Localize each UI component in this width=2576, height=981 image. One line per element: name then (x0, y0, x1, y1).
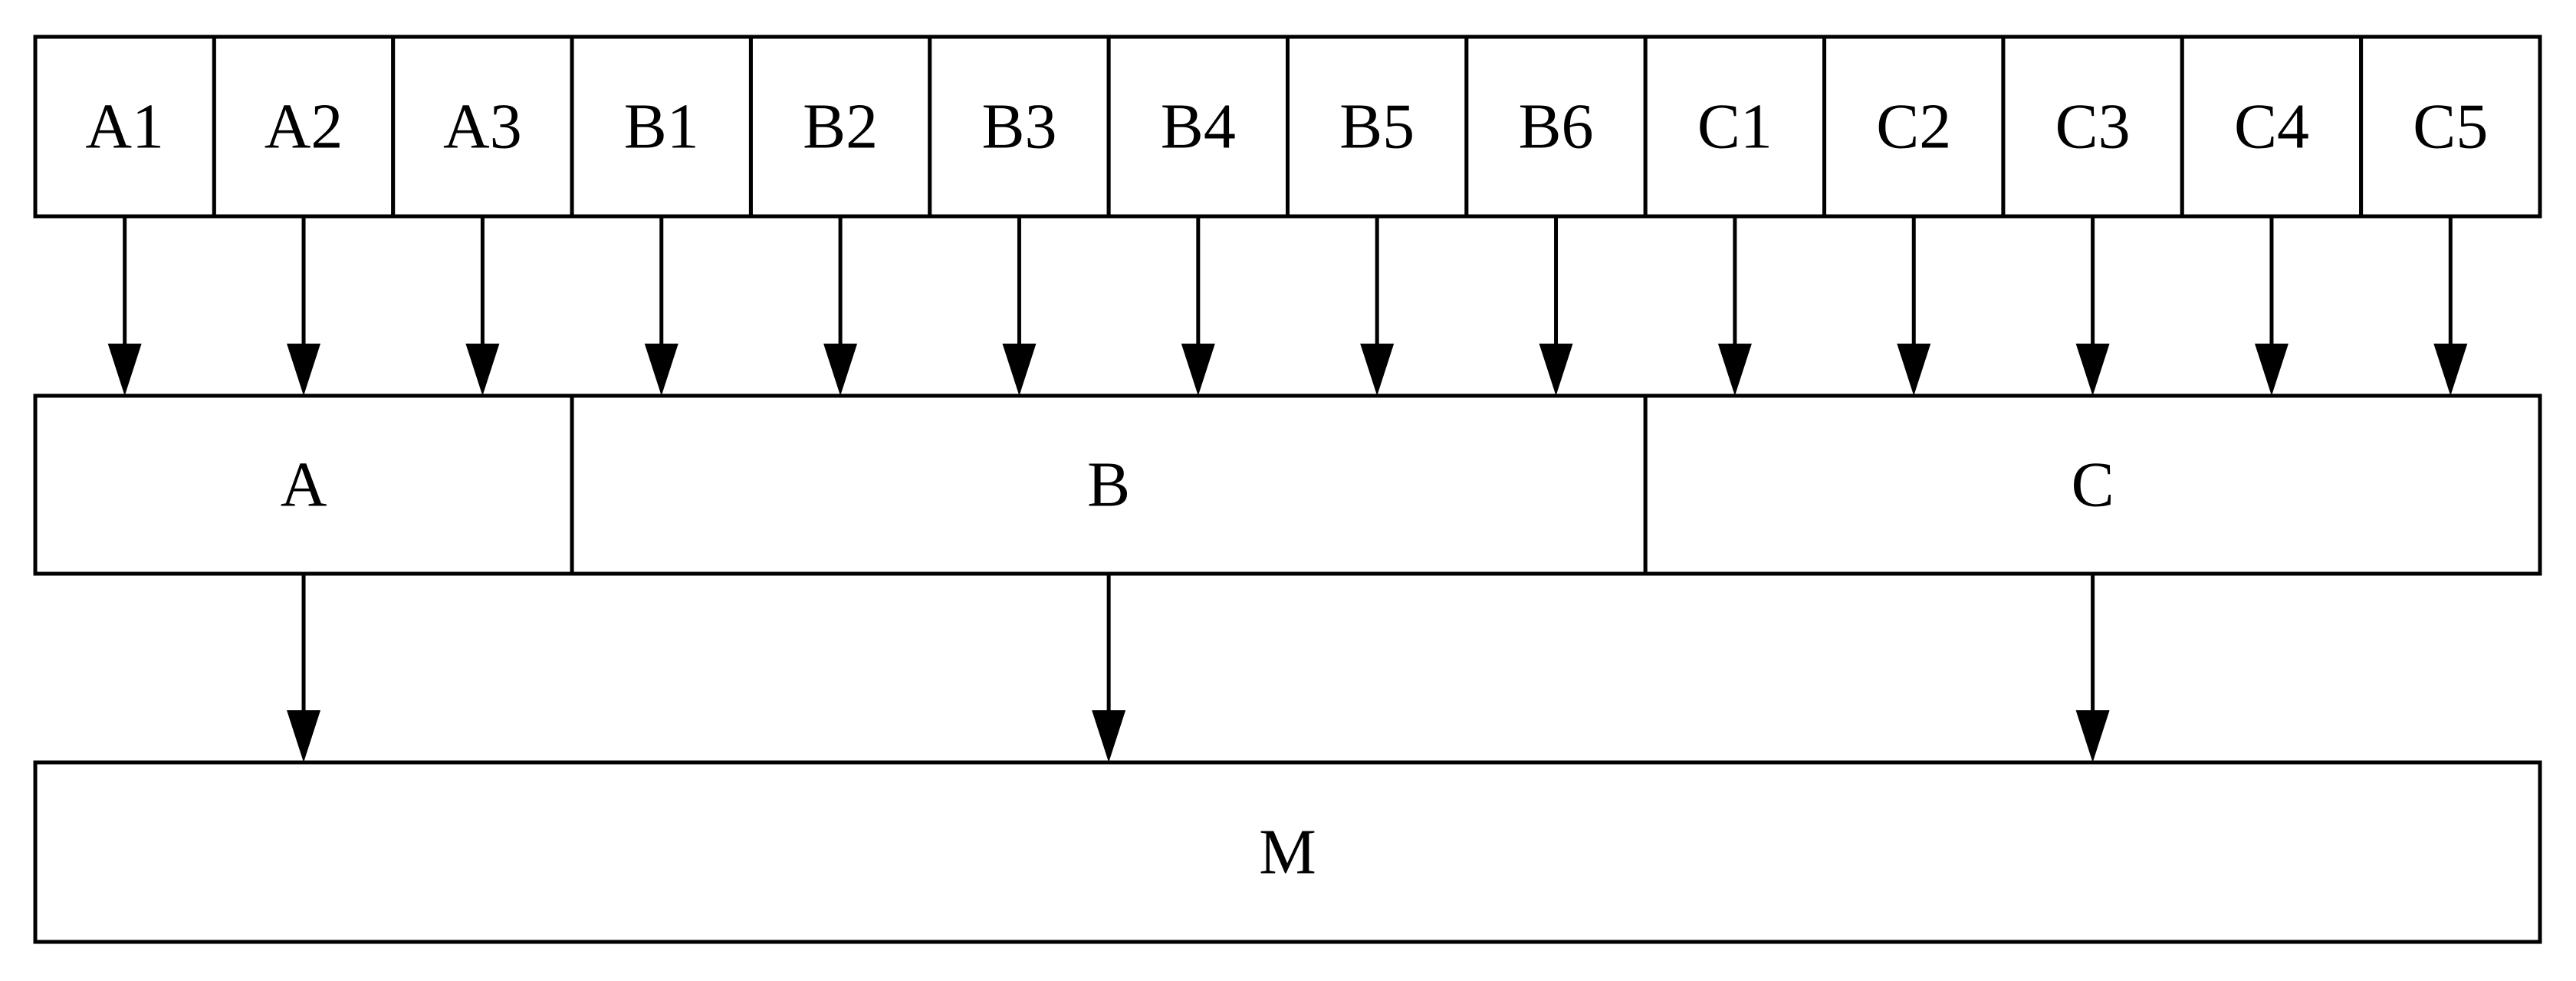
arrow-b-to-m (1092, 574, 1126, 762)
top-cell-c2: C2 (1822, 35, 2006, 219)
arrow-c2-to-c-head (1897, 344, 1931, 396)
arrow-b1-to-b-head (644, 344, 678, 396)
arrow-b2-to-b-head (823, 344, 858, 396)
top-cell-label: A2 (264, 91, 343, 163)
arrow-c4-to-c (2254, 216, 2288, 396)
top-row: A1 A2 A3 B1 B2 B3 B4 B5 B6 C1 C2 C3 C4 C5 (33, 35, 2542, 219)
top-cell-b6: B6 (1464, 35, 1648, 219)
top-cell-c1: C1 (1643, 35, 1827, 219)
bottom-box-m: M (33, 760, 2542, 944)
top-cell-c3: C3 (2001, 35, 2184, 219)
top-cell-c5: C5 (2359, 35, 2542, 219)
middle-box-label: C (2072, 449, 2114, 521)
arrow-c-to-m-head (2075, 710, 2110, 762)
middle-arrows (287, 574, 2110, 762)
arrow-b1-to-b (644, 216, 678, 396)
arrow-b5-to-b (1360, 216, 1395, 396)
middle-box-label: B (1087, 449, 1130, 521)
top-cell-box (2001, 35, 2184, 219)
top-cell-box (2359, 35, 2542, 219)
top-cell-b2: B2 (748, 35, 932, 219)
top-cell-label: A1 (85, 91, 164, 163)
arrow-c5-to-c-head (2433, 344, 2468, 396)
arrow-b3-to-b (1002, 216, 1037, 396)
bottom-box-outline (33, 760, 2542, 944)
top-cell-label: A3 (443, 91, 522, 163)
arrow-c3-to-c-head (2075, 344, 2110, 396)
arrow-c4-to-c-head (2254, 344, 2288, 396)
arrow-c-to-m (2075, 574, 2110, 762)
top-cell-b3: B3 (928, 35, 1111, 219)
top-cell-a2: A2 (212, 35, 396, 219)
top-cell-label: C4 (2234, 91, 2309, 163)
top-cell-label: C3 (2055, 91, 2131, 163)
arrow-c1-to-c-head (1717, 344, 1752, 396)
top-cell-label: B3 (981, 91, 1056, 163)
arrow-c5-to-c (2433, 216, 2468, 396)
arrow-a3-to-a (465, 216, 500, 396)
arrow-a2-to-a-head (287, 344, 321, 396)
top-cell-b1: B1 (570, 35, 753, 219)
top-cell-c4: C4 (2180, 35, 2364, 219)
middle-box-a: A (33, 393, 574, 576)
arrow-b3-to-b-head (1002, 344, 1037, 396)
top-cell-box (33, 35, 216, 219)
arrow-a3-to-a-head (465, 344, 500, 396)
top-arrows (107, 216, 2468, 396)
arrow-c1-to-c (1717, 216, 1752, 396)
arrow-a-to-m-head (287, 710, 321, 762)
top-cell-b5: B5 (1286, 35, 1469, 219)
middle-box-c: C (1643, 393, 2542, 576)
top-cell-box (928, 35, 1111, 219)
middle-row: A B C (33, 393, 2542, 576)
arrow-a1-to-a-head (107, 344, 142, 396)
top-cell-label: C1 (1697, 91, 1773, 163)
bottom-row: M (33, 760, 2542, 944)
top-cell-b4: B4 (1106, 35, 1290, 219)
top-cell-box (212, 35, 396, 219)
middle-box-outline (570, 393, 1648, 576)
bottom-box-label: M (1259, 817, 1316, 888)
top-cell-label: C5 (2413, 91, 2488, 163)
arrow-b6-to-b (1539, 216, 1573, 396)
top-cell-a3: A3 (391, 35, 574, 219)
arrow-a2-to-a (287, 216, 321, 396)
arrow-b-to-m-head (1092, 710, 1126, 762)
arrow-b5-to-b-head (1360, 344, 1395, 396)
arrow-a-to-m (287, 574, 321, 762)
middle-box-label: A (281, 449, 327, 521)
top-cell-label: B6 (1519, 91, 1594, 163)
top-cell-label: B2 (803, 91, 878, 163)
top-cell-label: B4 (1161, 91, 1236, 163)
arrow-b4-to-b-head (1181, 344, 1215, 396)
arrow-c3-to-c (2075, 216, 2110, 396)
top-cell-box (1643, 35, 1827, 219)
top-cell-label: C2 (1876, 91, 1951, 163)
top-cell-label: B5 (1339, 91, 1414, 163)
arrow-b2-to-b (823, 216, 858, 396)
top-cell-a1: A1 (33, 35, 216, 219)
top-cell-box (1286, 35, 1469, 219)
arrow-b4-to-b (1181, 216, 1215, 396)
arrow-c2-to-c (1897, 216, 1931, 396)
middle-box-b: B (570, 393, 1648, 576)
arrow-a1-to-a (107, 216, 142, 396)
top-cell-box (391, 35, 574, 219)
top-cell-label: B1 (624, 91, 699, 163)
arrow-b6-to-b-head (1539, 344, 1573, 396)
middle-box-outline (33, 393, 574, 576)
